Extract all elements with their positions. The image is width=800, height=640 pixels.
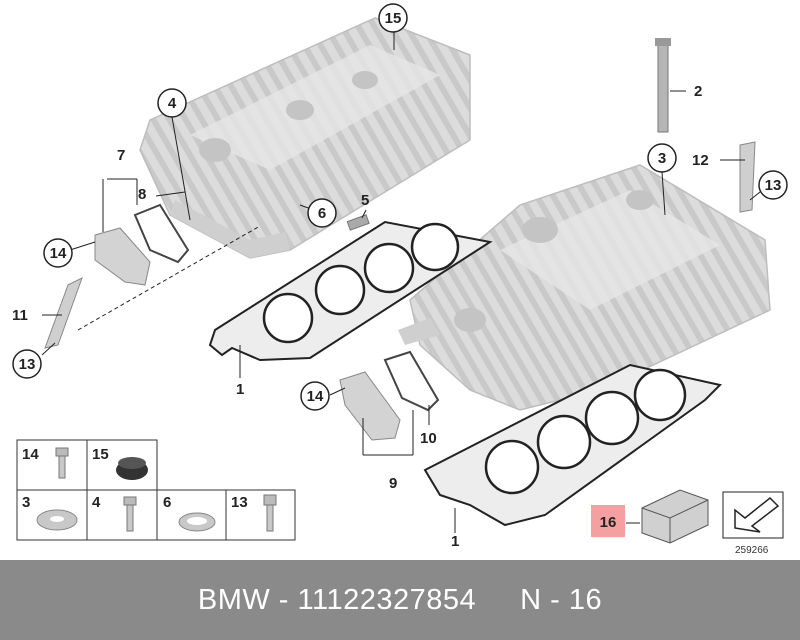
svg-text:3: 3 [22, 494, 30, 511]
svg-text:15: 15 [385, 10, 402, 27]
legend-cell-3: 3 [22, 494, 78, 531]
legend-cell-4: 4 [92, 494, 137, 532]
label-11: 11 [12, 307, 28, 324]
svg-text:15: 15 [92, 446, 109, 463]
label-1-lower: 1 [451, 533, 459, 550]
label-2: 2 [694, 83, 702, 100]
footer-bar: BMW - 11122327854 N - 16 [0, 560, 800, 640]
head-gasket-lower [423, 363, 722, 527]
svg-text:6: 6 [163, 494, 171, 511]
svg-text:14: 14 [50, 245, 67, 262]
label-7: 7 [117, 147, 125, 164]
head-bolt-2 [655, 38, 671, 133]
svg-text:13: 13 [19, 356, 36, 373]
cylinder-head-lower [398, 164, 771, 411]
callout-13-right: 13 [758, 170, 788, 200]
callout-16-highlight: 16 [591, 505, 625, 537]
bracket-11 [44, 276, 83, 349]
svg-text:13: 13 [231, 494, 248, 511]
bracket-12 [739, 141, 756, 213]
svg-text:4: 4 [92, 494, 101, 511]
callout-14-lower: 14 [300, 381, 330, 411]
label-8: 8 [138, 186, 146, 203]
svg-text:4: 4 [168, 95, 177, 112]
callout-14-upper: 14 [43, 238, 73, 268]
label-5: 5 [361, 192, 369, 209]
callout-15: 15 [378, 3, 408, 33]
callout-4: 4 [157, 88, 187, 118]
svg-text:3: 3 [658, 150, 666, 167]
label-1-upper: 1 [236, 381, 244, 398]
svg-text:14: 14 [22, 446, 39, 463]
cover-plate-lower [339, 350, 440, 441]
label-10: 10 [420, 430, 437, 447]
legend-cell-13: 13 [231, 494, 277, 532]
callout-6: 6 [307, 198, 337, 228]
parts-diagram: 15 4 3 13 6 14 13 14 2 12 7 8 5 11 1 10 … [12, 3, 788, 556]
svg-text:16: 16 [600, 514, 617, 531]
label-12: 12 [692, 152, 709, 169]
cover-plate-upper [94, 203, 190, 286]
legend-cell-15: 15 [92, 446, 148, 480]
gasket-set-box-icon [641, 489, 709, 544]
diagram-number: 259266 [735, 545, 769, 556]
legend-cell-6: 6 [163, 494, 216, 532]
svg-text:14: 14 [307, 388, 324, 405]
label-9: 9 [389, 475, 397, 492]
cylinder-head-upper [139, 17, 471, 259]
svg-text:13: 13 [765, 177, 782, 194]
head-gasket-upper [208, 220, 493, 362]
footer-reference: N - 16 [520, 583, 603, 616]
sensor-5 [346, 214, 370, 231]
callout-13-left: 13 [12, 349, 42, 379]
legend-cell-14: 14 [22, 446, 69, 479]
orientation-arrow-icon [722, 491, 784, 539]
callout-3: 3 [647, 143, 677, 173]
svg-text:6: 6 [318, 205, 326, 222]
parts-legend-grid [16, 439, 296, 541]
footer-part-number: BMW - 11122327854 [197, 583, 477, 616]
